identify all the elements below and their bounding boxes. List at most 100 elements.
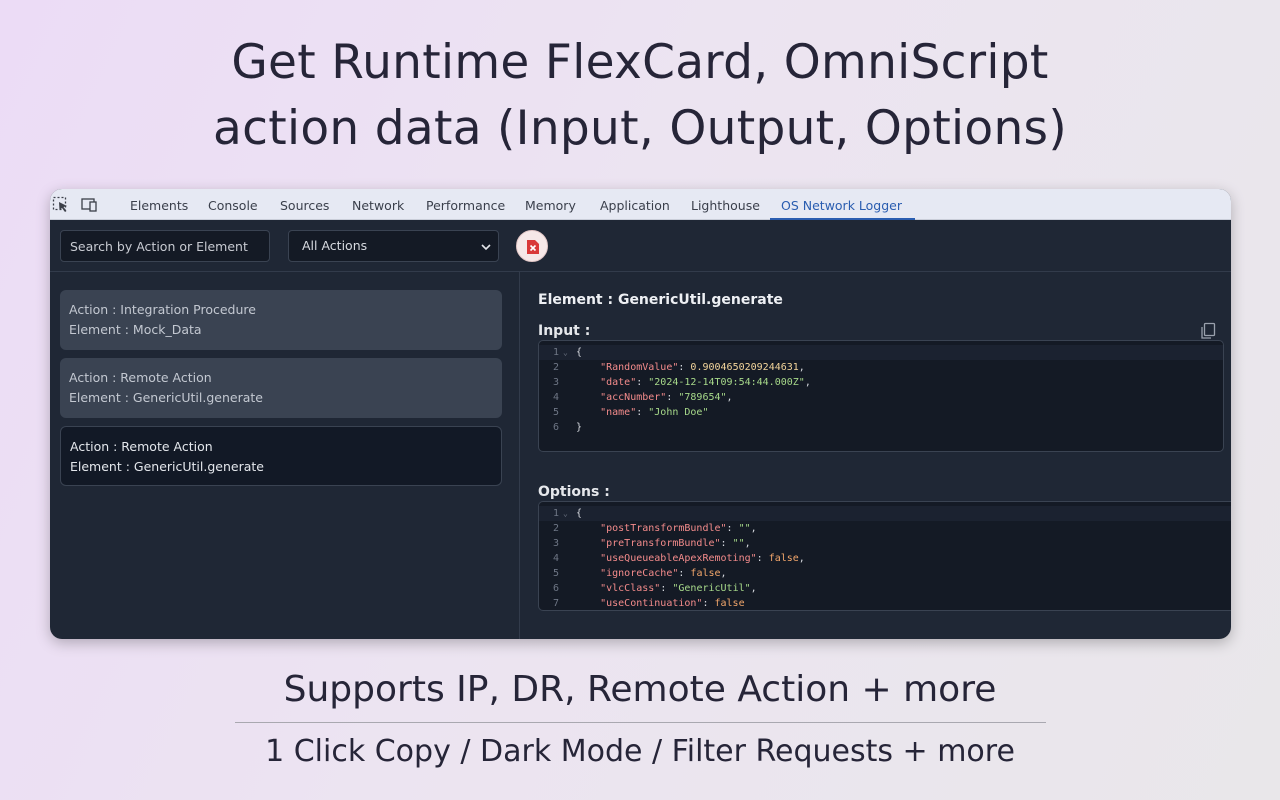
action-list-item-selected[interactable]: Action : Remote Action Element : Generic… [60,426,502,486]
code-token: : [720,538,733,549]
code-token: "" [738,523,751,534]
code-line: 5 "name": "John Doe" [539,405,1223,420]
code-line: 6} [539,420,1223,435]
code-text: "useContinuation": false [576,596,745,610]
line-number: 7 [552,598,559,609]
code-token: "GenericUtil" [672,583,751,594]
action-element: Element : GenericUtil.generate [69,390,263,405]
line-number: 2 [552,523,559,534]
tab-sources[interactable]: Sources [280,198,330,213]
line-number: 5 [552,407,559,418]
code-line: 4 "accNumber": "789654", [539,390,1223,405]
code-token: } [576,422,583,433]
input-label: Input : [538,323,591,339]
search-input[interactable] [60,230,270,262]
code-token: "accNumber" [600,392,667,403]
code-line: 7 "useContinuation": false [539,596,1231,610]
code-token: "useQueueableApexRemoting" [600,553,757,564]
tab-lighthouse[interactable]: Lighthouse [691,198,760,213]
tab-application[interactable]: Application [600,198,670,213]
code-token: "ignoreCache" [600,568,679,579]
action-detail-pane: Element : GenericUtil.generate Input : 1… [521,272,1231,639]
action-filter-select[interactable]: All Actions [288,230,499,262]
code-token: 0.9004650209244631 [690,362,799,373]
code-text: { [576,345,582,360]
action-type: Action : Remote Action [69,370,212,385]
code-token: "preTransformBundle" [600,538,721,549]
tab-performance[interactable]: Performance [426,198,506,213]
code-token: , [798,362,805,373]
code-text: "accNumber": "789654", [576,390,733,405]
line-number: 5 [552,568,559,579]
code-token: : [660,583,673,594]
clear-log-icon [527,240,539,254]
code-token [576,392,600,403]
code-token: , [726,392,733,403]
divider [235,722,1046,723]
code-text: "postTransformBundle": "", [576,521,757,536]
action-filter-value: All Actions [302,238,368,253]
tab-console[interactable]: Console [208,198,258,213]
code-token: "2024-12-14T09:54:44.000Z" [648,377,805,388]
copy-icon[interactable] [1199,322,1217,340]
code-line: 3 "date": "2024-12-14T09:54:44.000Z", [539,375,1223,390]
code-token: { [576,347,583,358]
code-text: "vlcClass": "GenericUtil", [576,581,757,596]
code-token: "John Doe" [648,407,709,418]
code-token: , [750,583,757,594]
logger-toolbar: All Actions [50,220,1231,272]
action-type: Action : Integration Procedure [69,302,256,317]
code-token: "" [732,538,745,549]
code-token: : [636,407,649,418]
feature-line-1: Supports IP, DR, Remote Action + more [283,669,997,710]
code-line: 2 "postTransformBundle": "", [539,521,1231,536]
code-token: : [726,523,739,534]
tab-os-network-logger[interactable]: OS Network Logger [770,189,916,220]
options-json-editor[interactable]: 1⌄{2 "postTransformBundle": "",3 "preTra… [538,501,1231,611]
code-token: false [768,553,799,564]
tab-network[interactable]: Network [352,198,405,213]
code-token [576,568,600,579]
clear-log-button[interactable] [516,230,548,262]
action-list-item[interactable]: Action : Remote Action Element : Generic… [60,358,502,418]
inspect-element-icon[interactable] [52,196,70,213]
element-title: Element : GenericUtil.generate [538,292,783,308]
code-line: 2 "RandomValue": 0.9004650209244631, [539,360,1223,375]
chevron-down-icon [481,244,491,251]
code-token: , [744,538,751,549]
code-token [576,362,600,373]
code-text: "date": "2024-12-14T09:54:44.000Z", [576,375,811,390]
code-token: , [720,568,727,579]
line-number: 6 [552,422,559,433]
devtools-tab-bar: Elements Console Sources Network Performance… [50,189,1231,220]
actions-list: Action : Integration Procedure Element :… [50,272,520,639]
line-number: 6 [552,583,559,594]
tab-elements[interactable]: Elements [130,198,189,213]
line-number: 2 [552,362,559,373]
code-token: "postTransformBundle" [600,523,727,534]
code-token: false [714,598,745,609]
line-number: 3 [552,538,559,549]
device-toolbar-icon[interactable] [80,196,98,213]
code-token: { [576,508,583,519]
tab-memory[interactable]: Memory [525,198,576,213]
code-line: 5 "ignoreCache": false, [539,566,1231,581]
code-line: 6 "vlcClass": "GenericUtil", [539,581,1231,596]
code-token: , [798,553,805,564]
fold-chevron-icon[interactable]: ⌄ [563,348,568,357]
code-token [576,538,600,549]
code-text: "name": "John Doe" [576,405,708,420]
fold-chevron-icon[interactable]: ⌄ [563,509,568,518]
code-text: "useQueueableApexRemoting": false, [576,551,805,566]
code-line: 1⌄{ [539,506,1231,521]
line-number: 4 [552,392,559,403]
options-label: Options : [538,484,610,500]
code-token: , [804,377,811,388]
code-token [576,598,600,609]
code-token: : [636,377,649,388]
action-list-item[interactable]: Action : Integration Procedure Element :… [60,290,502,350]
input-json-editor[interactable]: 1⌄{2 "RandomValue": 0.9004650209244631,3… [538,340,1224,452]
code-text: } [576,420,582,435]
headline: Get Runtime FlexCard, OmniScript action … [0,30,1280,162]
devtools-window: Elements Console Sources Network Performance… [50,189,1231,639]
